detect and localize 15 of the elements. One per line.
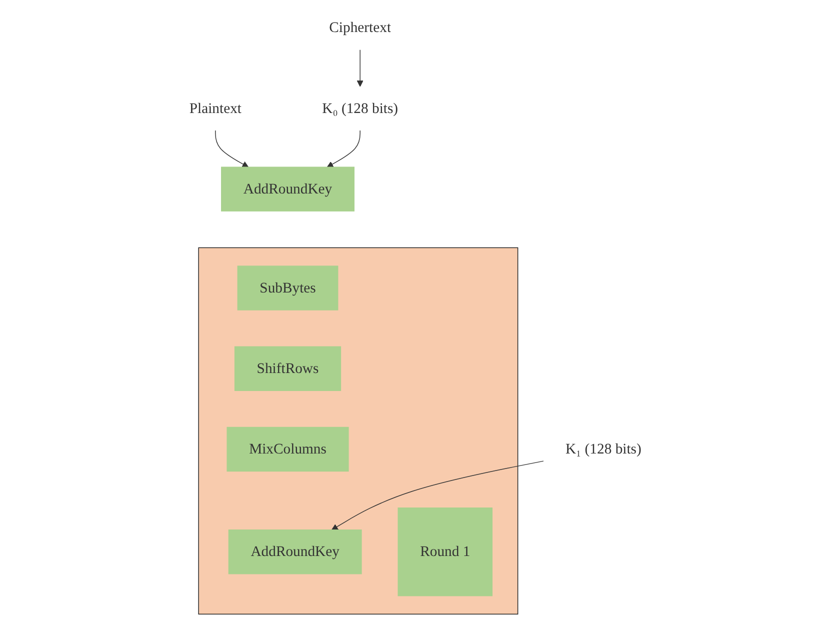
node-box: AddRoundKey <box>228 530 362 574</box>
arrow <box>356 49 364 87</box>
node-text: K₀ (128 bits) <box>322 100 398 117</box>
arrow <box>327 130 361 168</box>
node-box: ShiftRows <box>234 346 342 391</box>
node-text: Ciphertext <box>329 20 392 36</box>
node-text: Plaintext <box>189 100 242 117</box>
node-box: AddRoundKey <box>221 166 355 212</box>
arrow <box>215 130 249 168</box>
node-box: MixColumns <box>226 426 349 472</box>
node-box: SubBytes <box>237 266 338 310</box>
node-box: Round 1 <box>398 508 493 596</box>
node-text: K₁ (128 bits) <box>566 441 642 458</box>
cluster <box>198 247 518 614</box>
arrow <box>332 460 544 530</box>
